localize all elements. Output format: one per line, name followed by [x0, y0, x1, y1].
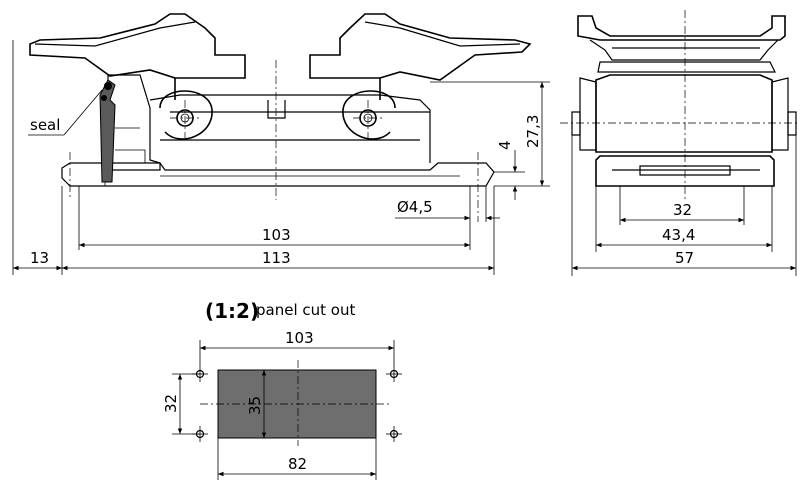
seal-section	[99, 79, 116, 183]
dim-13: 13	[30, 249, 49, 267]
dim-27-3: 27,3	[524, 115, 542, 148]
dim-43-4: 43,4	[662, 226, 695, 244]
left-latch-lever	[29, 13, 246, 100]
front-housing-body	[107, 74, 161, 171]
dim-113: 113	[262, 249, 291, 267]
panel-cutout-view: (1:2) panel cut out 103 32	[162, 299, 402, 480]
seal-label: seal	[30, 116, 60, 134]
cutout-dim-82: 82	[288, 455, 307, 473]
side-housing	[595, 74, 773, 153]
seal-ring	[104, 82, 112, 90]
side-upper-frame	[577, 15, 786, 41]
cutout-dim-35: 35	[246, 396, 264, 415]
right-latch-lever	[309, 13, 532, 100]
front-view: seal 27,3 4 Ø4,5 103 113	[12, 13, 550, 275]
front-base-plate	[61, 162, 495, 187]
scale-label: (1:2)	[205, 299, 259, 323]
side-view: 32 43,4 57	[560, 10, 800, 276]
left-pivot-lobe	[159, 90, 213, 140]
dim-57: 57	[675, 249, 694, 267]
cutout-dim-103: 103	[285, 329, 314, 347]
panel-cut-out-label: panel cut out	[256, 301, 355, 319]
right-pivot-lobe	[342, 90, 396, 140]
cutout-dim-32: 32	[162, 394, 180, 413]
dim-hole-diameter: Ø4,5	[397, 198, 433, 216]
dim-side-32: 32	[673, 201, 692, 219]
dim-4: 4	[496, 140, 514, 150]
dim-103: 103	[262, 226, 291, 244]
